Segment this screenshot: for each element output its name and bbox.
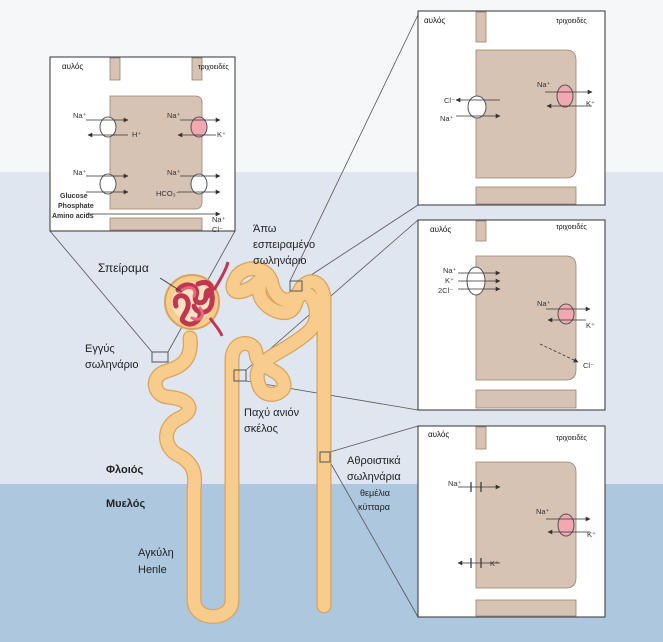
label-distal-1: Άπω [253, 223, 277, 235]
label-distal-2: εσπειραμένο [253, 239, 315, 251]
label-collecting-2: σωληνάρια [347, 471, 401, 483]
glomerulus-pointer [159, 277, 183, 293]
panel-distal-lumen: αυλός [424, 16, 445, 25]
ion-k-1: K⁺ [445, 276, 454, 285]
solute-phosphate: Phosphate [58, 203, 94, 210]
label-henle-2: Henle [138, 564, 167, 576]
distal-zoom-box [289, 280, 303, 292]
panel-proximal: αυλός τριχοειδές Na⁺ H⁺ Na⁺ K⁺ Na⁺ Na⁺ H… [49, 56, 236, 234]
ion-2cl: 2Cl⁻ [438, 286, 453, 295]
collecting-zoom-box [319, 451, 331, 463]
ion-cl: Cl⁻ [444, 96, 455, 105]
thick-zoom-box [233, 369, 247, 382]
label-basal-1: θεμέλια [360, 488, 390, 498]
label-henle-1: Αγκύλη [138, 547, 174, 559]
ion-na-4: Na⁺ [167, 168, 181, 177]
ion-h: H⁺ [132, 130, 141, 139]
ion-na-3: Na⁺ [73, 168, 87, 177]
ion-na-2: Na⁺ [167, 111, 181, 120]
panel-proximal-lumen: αυλός [62, 62, 83, 71]
label-distal-3: σωληνάριο [253, 255, 306, 267]
solute-glucose: Glucose [60, 193, 88, 200]
proximal-zoom-box [151, 351, 169, 363]
label-proximal-2: σωληνάριο [85, 359, 138, 371]
ion-na-1: Na⁺ [443, 266, 457, 275]
panel-collecting-lumen: αυλός [428, 430, 449, 439]
ion-na-1: Na⁺ [440, 114, 454, 123]
label-basal-2: κύτταρα [358, 502, 390, 512]
panel-thick-capillary: τριχοειδές [556, 223, 587, 231]
ion-na-1: Na⁺ [73, 111, 87, 120]
ion-k-1: K⁺ [587, 530, 596, 539]
ion-k-2: K⁺ [490, 559, 499, 568]
panel-distal-capillary: τριχοειδές [556, 17, 587, 25]
label-glomerulus: Σπείραμα [98, 261, 149, 275]
panel-proximal-capillary: τριχοειδές [198, 63, 229, 71]
ion-na-2: Na⁺ [537, 80, 551, 89]
ion-k-1: K⁺ [217, 130, 226, 139]
panel-thick-ascending: αυλός τριχοειδές Na⁺ K⁺ 2Cl⁻ Na⁺ K⁺ Cl⁻ [417, 219, 606, 411]
label-medulla: Μυελός [106, 498, 145, 510]
panel-collecting-capillary: τριχοειδές [556, 434, 587, 442]
panel-distal: αυλός τριχοειδές Cl⁻ Na⁺ Na⁺ K⁺ [417, 10, 606, 206]
label-cortex: Φλοιός [106, 464, 144, 476]
ion-k-2: K⁺ [586, 321, 595, 330]
label-proximal-1: Εγγύς [85, 343, 115, 355]
ion-cl: Cl⁻ [212, 225, 223, 234]
ion-na-2: Na⁺ [537, 299, 551, 308]
glomerulus [164, 261, 230, 337]
label-collecting-1: Αθροιστικά [347, 455, 401, 467]
zoom-connectors [49, 14, 419, 618]
ion-k: K⁺ [586, 99, 595, 108]
label-thick-2: σκέλος [244, 423, 278, 435]
panel-collecting: αυλός τριχοειδές Na⁺ Na⁺ K⁺ K⁺ [417, 425, 606, 618]
label-thick-1: Παχύ ανιόν [244, 407, 300, 419]
ion-na-1: Na⁺ [448, 479, 462, 488]
nephron-tubule [147, 261, 332, 624]
ion-hco3: HCO₃⁻ [156, 189, 180, 198]
ion-na-5: Na⁺ [212, 215, 226, 224]
panel-thick-lumen: αυλός [430, 225, 451, 234]
ion-cl: Cl⁻ [583, 361, 594, 370]
ion-na-2: Na⁺ [536, 507, 550, 516]
solute-amino-acids: Amino acids [52, 213, 94, 220]
